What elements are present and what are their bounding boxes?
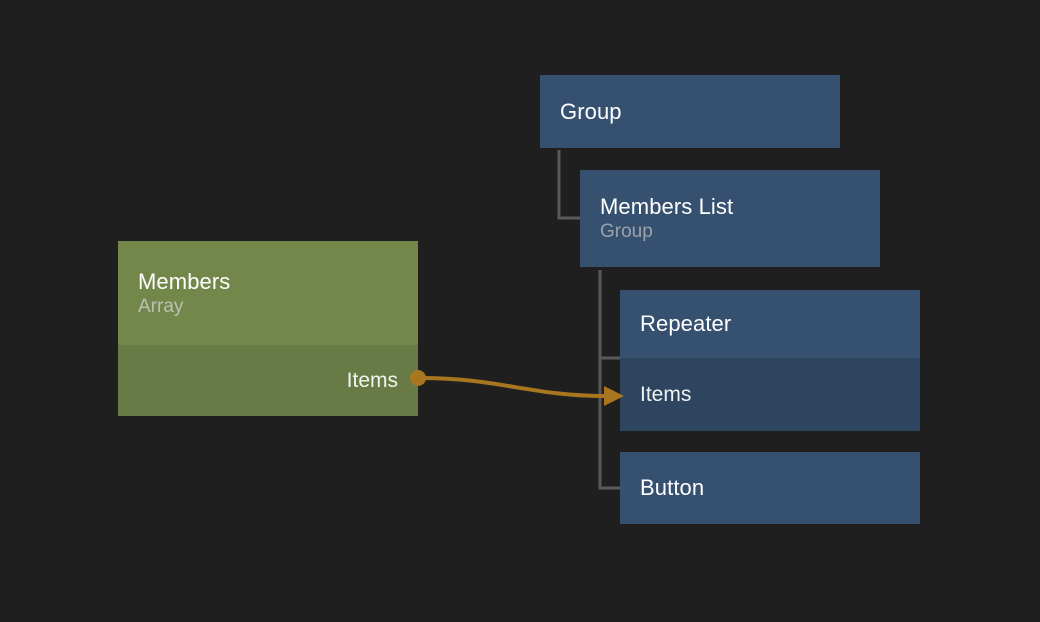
node-repeater[interactable]: Repeater Items [620, 290, 920, 431]
node-members-list-header[interactable]: Members List Group [580, 170, 880, 267]
connection-wire-members-items-to-repeater-items[interactable] [418, 376, 608, 398]
output-port-dot-members-items[interactable] [410, 370, 426, 386]
node-repeater-input-port-row[interactable]: Items [620, 358, 920, 431]
tree-edge-members-list-spine [598, 270, 622, 490]
node-button[interactable]: Button [620, 452, 920, 524]
node-button-title: Button [640, 475, 705, 500]
node-group-title: Group [560, 98, 622, 124]
node-repeater-title: Repeater [640, 311, 732, 336]
node-members-output-port-row[interactable]: Items [118, 345, 418, 416]
node-members-list[interactable]: Members List Group [580, 170, 880, 267]
tree-edge-group-to-members-list [557, 150, 580, 220]
node-repeater-header[interactable]: Repeater [620, 290, 920, 358]
node-members-items-port-label: Items [346, 369, 398, 392]
node-repeater-items-port-label: Items [640, 383, 692, 406]
node-group-header[interactable]: Group [540, 75, 840, 148]
node-group[interactable]: Group [540, 75, 840, 148]
node-members-header[interactable]: Members Array [118, 241, 418, 345]
node-members-title: Members [138, 268, 231, 294]
node-members-list-title: Members List [600, 194, 734, 219]
node-members-list-subtitle: Group [600, 221, 653, 242]
node-members-subtitle: Array [138, 295, 184, 317]
node-button-header[interactable]: Button [620, 452, 920, 524]
node-members[interactable]: Members Array Items [118, 241, 418, 416]
